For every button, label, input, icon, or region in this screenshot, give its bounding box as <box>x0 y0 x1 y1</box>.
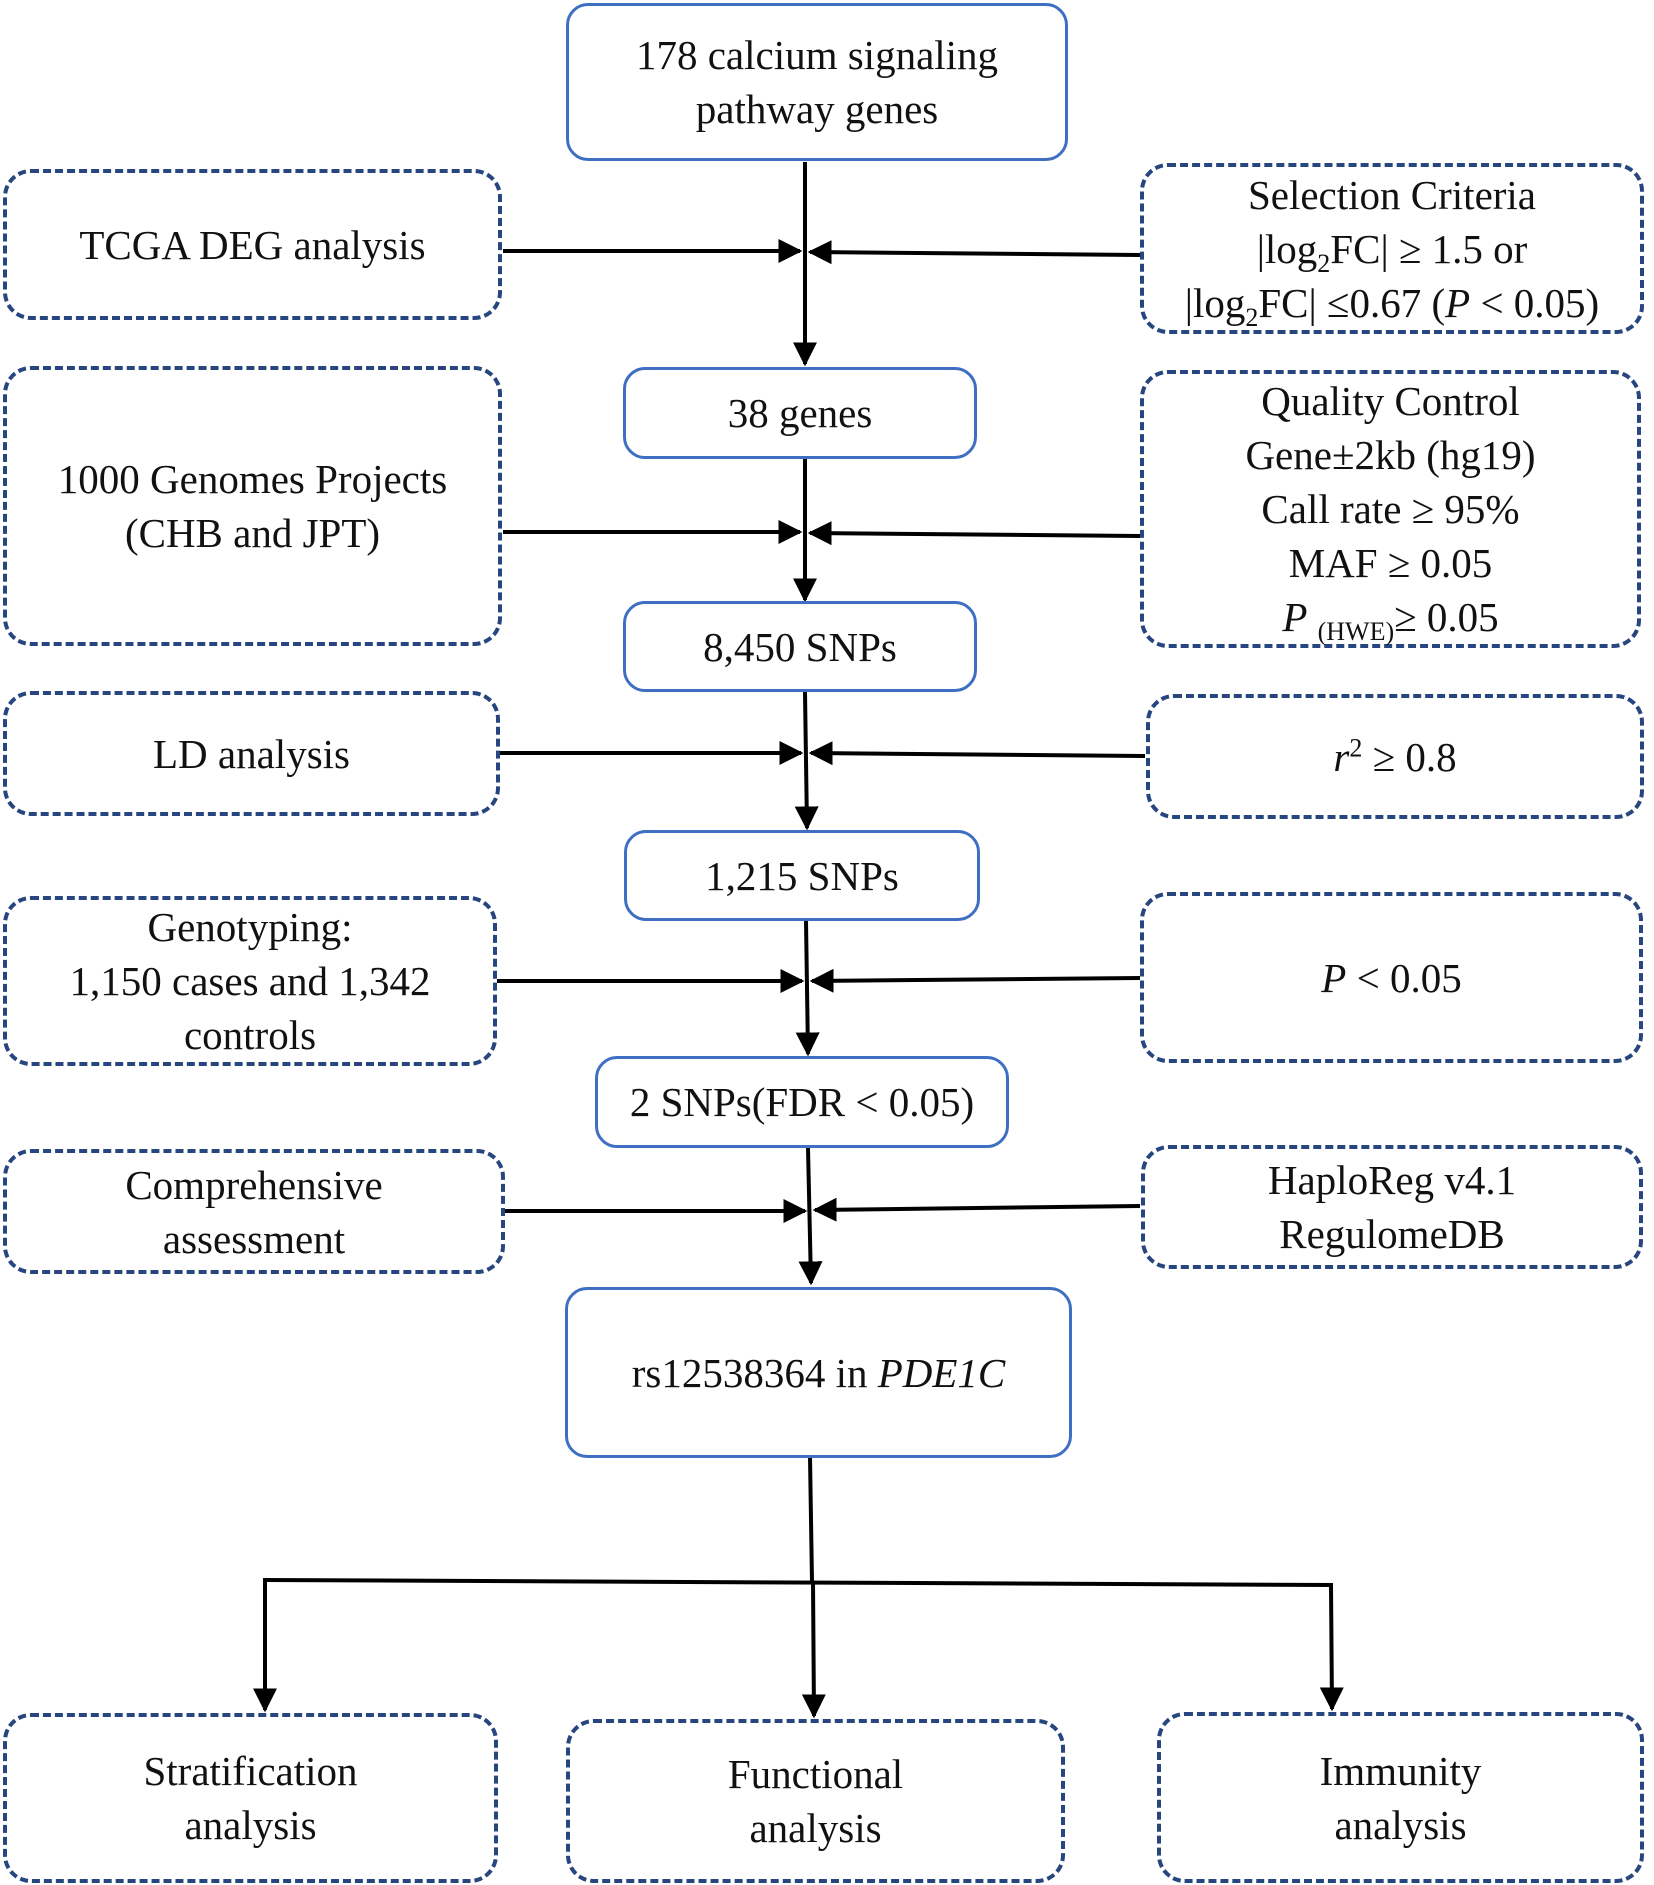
arrow-snps1215-to-snps2 <box>795 920 820 1057</box>
selection-line-3-p: P <box>1445 279 1471 326</box>
snps-2-box: 2 SNPs(FDR < 0.05) <box>595 1056 1009 1148</box>
line-result-down <box>808 1456 814 1583</box>
qc-hwe-p: P <box>1282 594 1308 640</box>
ld-box: LD analysis <box>3 691 500 816</box>
qc-gene: Gene±2kb (hg19) <box>1245 432 1536 478</box>
arrow-snps8450-to-snps1215 <box>794 691 819 831</box>
selection-title: Selection Criteria <box>1247 171 1537 218</box>
r2-sup: 2 <box>1349 732 1363 762</box>
selection-line-3-sub: 2 <box>1245 302 1259 332</box>
selection-line-3-c: < 0.05) <box>1470 279 1600 326</box>
selection-line-2-b: FC| ≥ 1.5 or <box>1330 225 1528 272</box>
qc-hwe-val: ≥ 0.05 <box>1394 594 1499 640</box>
arrow-haplo-in <box>812 1197 1141 1222</box>
arrow-to-immunity <box>1319 1584 1344 1712</box>
arrow-qc-in <box>807 521 1141 546</box>
genomes-line-2: (CHB and JPT) <box>124 510 381 556</box>
haploreg-line-2: RegulomeDB <box>1279 1211 1505 1257</box>
r2-r: r <box>1333 733 1350 780</box>
r2-val: ≥ 0.8 <box>1362 733 1457 780</box>
start-line-2: pathway genes <box>695 86 939 132</box>
r2-box: r2 ≥ 0.8 <box>1146 694 1644 819</box>
stratification-line-1: Stratification <box>143 1748 358 1794</box>
stratification-box: Stratification analysis <box>3 1713 498 1883</box>
comprehensive-line-1: Comprehensive <box>125 1161 383 1208</box>
immunity-line-2: analysis <box>1334 1801 1467 1848</box>
result-box: rs12538364 in PDE1C <box>565 1287 1072 1458</box>
qc-maf: MAF ≥ 0.05 <box>1288 540 1493 586</box>
tcga-label: TCGA DEG analysis <box>79 221 426 268</box>
haploreg-line-1: HaploReg v4.1 <box>1267 1157 1517 1203</box>
genomes-line-1: 1000 Genomes Projects <box>57 456 448 502</box>
qc-call-rate: Call rate ≥ 95% <box>1261 486 1520 532</box>
pvalue-val: < 0.05 <box>1346 954 1462 1001</box>
r2-label: r2 ≥ 0.8 <box>1333 730 1456 784</box>
genotyping-box: Genotyping: 1,150 cases and 1,342 contro… <box>3 896 497 1066</box>
quality-control-box: Quality Control Gene±2kb (hg19) Call rat… <box>1140 370 1641 648</box>
arrow-selection-in <box>807 240 1141 265</box>
snps-1215-box: 1,215 SNPs <box>624 830 980 921</box>
result-prefix: rs12538364 in <box>631 1349 878 1396</box>
genotyping-line-2: 1,150 cases and 1,342 <box>69 958 431 1004</box>
selection-line-3-a: |log <box>1184 279 1246 326</box>
selection-criteria-box: Selection Criteria |log2FC| ≥ 1.5 or |lo… <box>1140 163 1644 334</box>
genes-label: 38 genes <box>727 390 873 436</box>
genomes-box: 1000 Genomes Projects (CHB and JPT) <box>3 366 502 646</box>
genes-box: 38 genes <box>623 367 977 459</box>
ld-label: LD analysis <box>153 730 350 777</box>
arrow-pval-in <box>809 968 1141 993</box>
haploreg-box: HaploReg v4.1 RegulomeDB <box>1141 1145 1643 1269</box>
result-gene: PDE1C <box>877 1349 1006 1396</box>
selection-line-2-a: |log <box>1256 225 1318 272</box>
snps-8450-label: 8,450 SNPs <box>703 623 897 670</box>
functional-line-1: Functional <box>727 1751 904 1797</box>
pvalue-box: P < 0.05 <box>1140 892 1643 1063</box>
functional-line-2: analysis <box>749 1805 882 1851</box>
tcga-box: TCGA DEG analysis <box>3 169 502 320</box>
selection-line-2: |log2FC| ≥ 1.5 or <box>1256 222 1528 278</box>
pvalue-p: P <box>1321 954 1347 1001</box>
arrow-to-functional <box>801 1581 826 1719</box>
snps-2-label: 2 SNPs(FDR < 0.05) <box>629 1079 975 1125</box>
start-box: 178 calcium signaling pathway genes <box>566 3 1068 161</box>
immunity-box: Immunity analysis <box>1157 1712 1644 1883</box>
genotyping-line-3: controls <box>183 1012 317 1058</box>
immunity-line-1: Immunity <box>1319 1747 1482 1794</box>
comprehensive-line-2: assessment <box>162 1215 346 1262</box>
selection-line-3: |log2FC| ≤0.67 (P < 0.05) <box>1184 276 1600 332</box>
functional-box: Functional analysis <box>566 1719 1065 1883</box>
selection-line-3-b: FC| ≤0.67 ( <box>1258 279 1446 326</box>
genotyping-line-1: Genotyping: <box>147 904 353 950</box>
arrow-snps2-to-result <box>798 1147 823 1286</box>
qc-hwe-sub: (HWE) <box>1317 617 1395 647</box>
snps-1215-label: 1,215 SNPs <box>705 852 899 899</box>
stratification-line-2: analysis <box>184 1802 317 1848</box>
start-line-1: 178 calcium signaling <box>635 32 999 78</box>
snps-8450-box: 8,450 SNPs <box>623 601 977 692</box>
comprehensive-box: Comprehensive assessment <box>3 1149 505 1274</box>
qc-hwe: P (HWE)≥ 0.05 <box>1282 590 1499 647</box>
split-horizontal <box>262 1578 1334 1587</box>
arrow-r2-in <box>808 741 1146 766</box>
selection-line-2-sub: 2 <box>1317 248 1331 278</box>
result-label: rs12538364 in PDE1C <box>632 1346 1006 1400</box>
pvalue-label: P < 0.05 <box>1321 951 1461 1005</box>
qc-title: Quality Control <box>1261 378 1520 424</box>
